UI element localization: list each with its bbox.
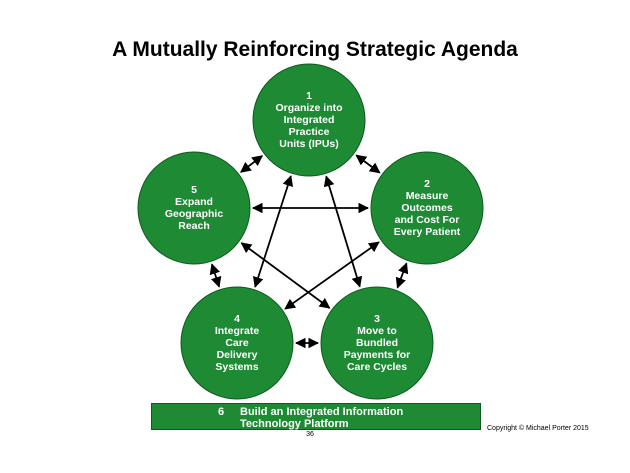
platform-bar: 6 Build an Integrated Information Techno… (151, 403, 481, 430)
node-number: 2 (424, 178, 430, 190)
node-text-line: Systems (215, 361, 259, 373)
platform-label-line2: Technology Platform (240, 418, 349, 430)
node-circle-2 (370, 151, 484, 265)
node-text-line: Expand (175, 196, 213, 208)
copyright: Copyright © Michael Porter 2015 (487, 425, 589, 432)
node-text-line: Geographic (164, 208, 224, 220)
connection-arrows (209, 154, 409, 349)
node-text-line: Reach (178, 220, 210, 232)
node-number: 3 (374, 313, 380, 325)
node-number: 5 (191, 184, 197, 196)
slide-title: A Mutually Reinforcing Strategic Agenda (112, 38, 518, 61)
node-text-line: Move to (357, 325, 397, 337)
node-text-line: Care Cycles (346, 361, 408, 373)
node-number: 4 (234, 313, 240, 325)
node-text-line: Payments for (343, 349, 411, 361)
node-text-line: Outcomes (401, 202, 453, 214)
node-number: 1 (306, 90, 312, 102)
arrow-4-5 (209, 263, 222, 288)
arrow-1-5 (239, 155, 264, 173)
agenda-circles (137, 63, 484, 400)
node-text-line: Units (IPUs) (279, 138, 339, 150)
node-text-line: Every Patient (393, 226, 461, 238)
node-text-line: and Cost For (394, 214, 460, 226)
arrow-1-2 (355, 154, 381, 174)
node-text-line: Measure (405, 190, 449, 202)
platform-label-line1: Build an Integrated Information (240, 406, 404, 418)
node-text-line: Bundled (356, 337, 398, 349)
node-circle-3 (320, 286, 434, 400)
node-text-line: Integrated (283, 114, 335, 126)
arrow-3-5 (240, 242, 331, 309)
node-circle-4 (180, 286, 294, 400)
platform-number: 6 (218, 406, 225, 418)
arrow-2-3 (395, 262, 409, 289)
node-text-line: Organize into (275, 102, 343, 114)
arrow-1-4 (252, 175, 294, 288)
node-text-line: Practice (288, 126, 330, 138)
arrow-1-3 (323, 175, 363, 288)
node-text-line: Care (225, 337, 249, 349)
node-text-line: Delivery (216, 349, 258, 361)
node-circle-1 (252, 63, 366, 177)
node-text-line: Integrate (214, 325, 260, 337)
page-number: 36 (306, 431, 314, 438)
node-circle-5 (137, 151, 251, 265)
